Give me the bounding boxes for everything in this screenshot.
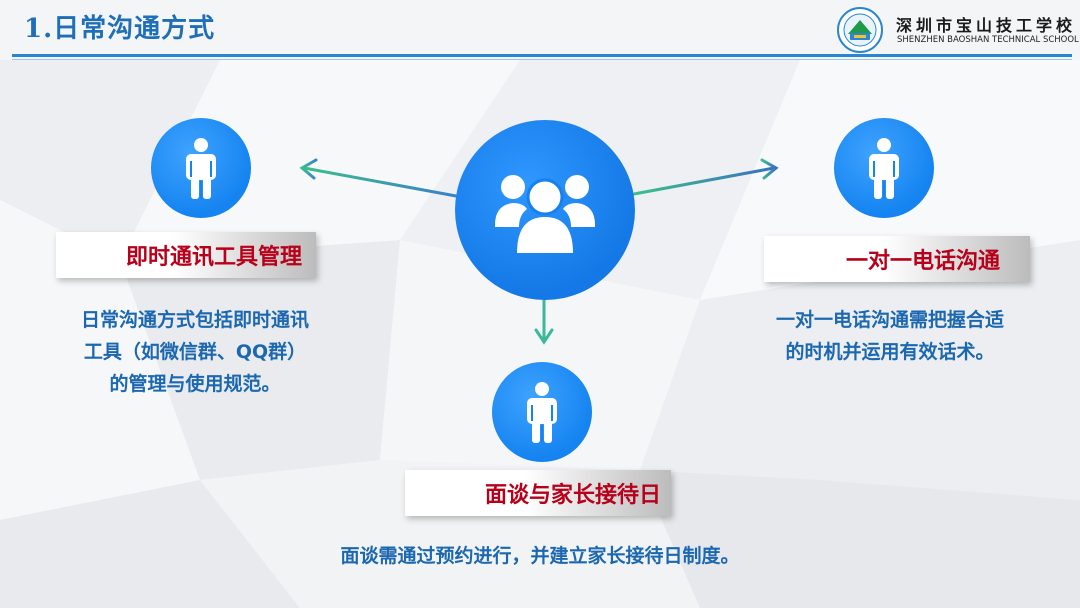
right-person-node [834,118,934,218]
label-face-to-face: 面谈与家长接待日 [405,470,671,516]
school-name-cn: 深圳市宝山技工学校 [896,16,1077,35]
desc-instant-messaging: 日常沟通方式包括即时通讯 工具（如微信群、QQ群） 的管理与使用规范。 [40,304,350,400]
label-instant-messaging-text: 即时通讯工具管理 [125,245,302,270]
person-icon [527,382,557,443]
school-name-en: SHENZHEN BAOSHAN TECHNICAL SCHOOL [897,35,1079,45]
bottom-person-node [492,362,592,462]
person-icon [186,138,216,199]
arrow-to-left [299,158,458,198]
desc-line: 工具（如微信群、QQ群） [83,341,307,363]
school-emblem-icon [837,7,883,53]
desc-phone-communication: 一对一电话沟通需把握合适 的时机并运用有效话术。 [740,304,1040,368]
desc-line: 面谈需通过预约进行，并建立家长接待日制度。 [340,545,740,567]
left-person-node [151,118,251,218]
desc-face-to-face: 面谈需通过预约进行，并建立家长接待日制度。 [280,540,800,572]
header-divider [12,54,1072,57]
arrow-to-right [632,158,779,196]
label-phone-communication: 一对一电话沟通 [764,236,1030,282]
label-face-to-face-text: 面谈与家长接待日 [484,483,661,508]
desc-line: 的时机并运用有效话术。 [785,341,995,363]
page-title: 1.日常沟通方式 [24,14,216,44]
header-divider-thin [12,59,1072,60]
center-group-node [455,120,635,300]
group-people-icon [495,175,595,253]
person-icon [869,138,899,199]
label-instant-messaging: 即时通讯工具管理 [56,232,316,278]
label-phone-communication-text: 一对一电话沟通 [845,249,1000,274]
desc-line: 的管理与使用规范。 [109,373,281,395]
arrow-to-bottom [534,298,554,345]
desc-line: 日常沟通方式包括即时通讯 [80,309,309,331]
desc-line: 一对一电话沟通需把握合适 [775,309,1004,331]
